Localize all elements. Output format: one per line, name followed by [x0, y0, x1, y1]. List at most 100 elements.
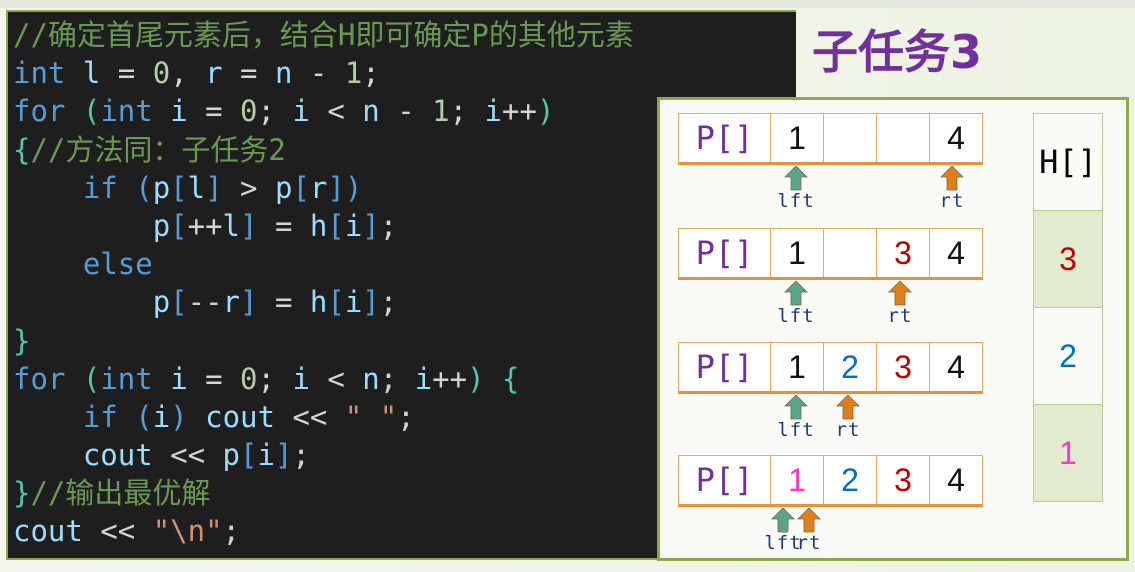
code-token: { [13, 132, 31, 167]
code-token [485, 362, 502, 396]
p-array-cell: 3 [876, 229, 929, 277]
p-array-cell: 3 [876, 343, 929, 391]
rt-pointer: rt [828, 394, 868, 440]
code-token: h [309, 285, 328, 320]
code-token: ] [362, 285, 380, 320]
lft-arrow-icon [784, 165, 808, 191]
code-token: ; [379, 285, 398, 320]
code-token: " " [344, 399, 398, 434]
code-token: ; [292, 438, 310, 473]
code-token: ; [449, 94, 485, 129]
rt-pointer: rt [932, 165, 972, 211]
p-array-cell: 2 [823, 456, 876, 504]
code-token: ++ [187, 208, 223, 243]
code-token: << [152, 438, 223, 473]
code-token: << [82, 514, 153, 549]
code-token: < [309, 94, 363, 129]
code-token: ++ [502, 94, 537, 129]
code-token: i [292, 361, 310, 396]
code-token [118, 400, 135, 434]
code-token: [ [170, 170, 188, 205]
code-token: ] [274, 438, 293, 473]
lft-pointer: lft [763, 507, 803, 553]
code-token: i [344, 285, 363, 320]
code-token [13, 247, 83, 281]
rt-arrow-icon [940, 165, 964, 191]
code-token: [ [240, 438, 258, 473]
code-token: ( [135, 399, 153, 434]
code-token: = [222, 56, 275, 91]
code-token: 1 [432, 94, 450, 129]
code-token: = [187, 94, 241, 129]
code-token: i [292, 94, 310, 129]
code-token: int [100, 94, 153, 129]
code-token: else [82, 247, 153, 282]
code-line: if (p[l] > p[r]) [8, 169, 796, 207]
code-line: p[++l] = h[i]; [8, 207, 796, 245]
code-line: //确定首尾元素后，结合H即可确定P的其他元素 [8, 16, 796, 54]
code-line: } [8, 322, 796, 360]
code-token: i [152, 399, 171, 434]
rt-pointer: rt [789, 507, 829, 553]
lft-pointer: lft [776, 165, 816, 211]
code-token: ] [240, 208, 258, 243]
code-token: p [274, 170, 293, 205]
slide-title: 子任务3 [812, 25, 983, 79]
code-token: [ [327, 208, 345, 243]
code-token: ++ [432, 361, 468, 396]
rt-label: rt [835, 419, 861, 441]
code-token: 0 [152, 56, 171, 91]
p-array-cell: 1 [770, 456, 823, 504]
code-token: n [362, 94, 380, 129]
code-token: if [82, 170, 118, 205]
h-array-cell: 1 [1034, 404, 1102, 501]
rt-label: rt [887, 305, 913, 327]
code-token: [ [327, 285, 345, 320]
rt-pointer: rt [880, 280, 920, 326]
p-array-cell: 1 [770, 343, 823, 391]
lft-arrow-icon [771, 507, 795, 533]
rt-arrow-icon [836, 394, 860, 420]
code-line: cout << "\n"; [8, 512, 796, 550]
code-token: p [152, 170, 171, 205]
code-token: = [257, 208, 310, 243]
code-token: [ [170, 285, 188, 320]
code-token: << [274, 399, 345, 434]
lft-pointer: lft [776, 280, 816, 326]
p-array-label: P[] [695, 348, 754, 386]
lft-pointer: lft [776, 394, 816, 440]
code-line: {//方法同：子任务2 [8, 131, 796, 169]
code-token: { [502, 361, 520, 396]
code-token: = [257, 285, 310, 320]
code-token: //方法同：子任务2 [30, 132, 286, 167]
code-token: l [187, 170, 206, 205]
code-token [118, 171, 135, 205]
code-token: ; [379, 361, 415, 396]
code-token: ( [82, 94, 101, 129]
code-token: 0 [240, 361, 258, 396]
code-token: int [13, 56, 66, 91]
code-token: ] [362, 208, 380, 243]
code-token: ( [135, 170, 153, 205]
code-token: "\n" [152, 514, 223, 549]
code-token: ; [397, 399, 415, 434]
code-token: cout [82, 438, 153, 473]
code-token: } [13, 323, 31, 358]
code-token: = [187, 361, 241, 396]
p-array-cell [876, 114, 929, 162]
p-array-cell: 4 [929, 114, 982, 162]
code-token: int [100, 361, 153, 396]
code-token: //确定首尾元素后，结合H即可确定P的其他元素 [13, 18, 634, 52]
code-token: i [170, 361, 188, 396]
p-array-cell: 3 [876, 456, 929, 504]
rt-arrow-icon [888, 280, 912, 306]
lft-label: lft [777, 419, 815, 441]
code-token: for [13, 94, 66, 129]
code-token: = [100, 56, 153, 91]
code-token: l [82, 56, 101, 91]
